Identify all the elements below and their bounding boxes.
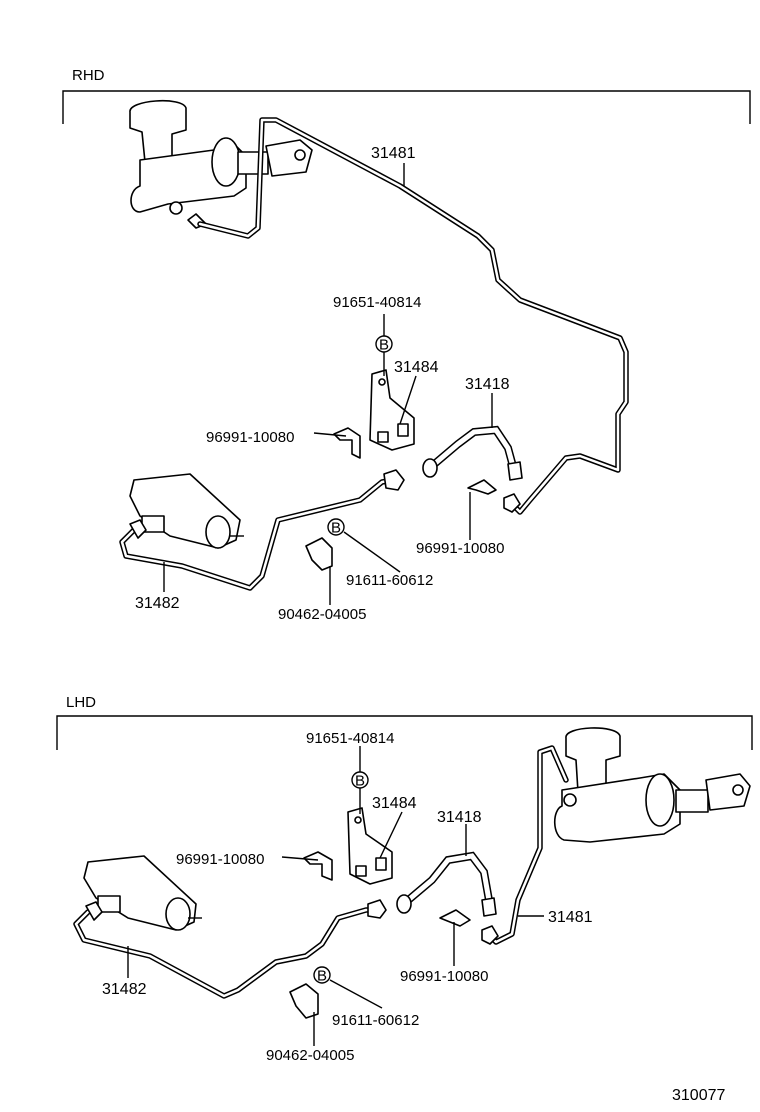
lhd-label-31484: 31484 (372, 795, 417, 812)
rhd-b-marker-upper-label: B (379, 337, 389, 354)
lhd-section-label: LHD (66, 694, 96, 711)
lhd-b-marker-lower (313, 966, 331, 984)
lhd-label-96991-10080-left: 96991-10080 (176, 851, 264, 868)
lhd-clamp (289, 983, 319, 1019)
lhd-section-bracket (56, 715, 753, 750)
lhd-clip-96991-left (303, 851, 333, 881)
lhd-b-marker-lower-label: B (317, 968, 327, 985)
lhd-label-31418: 31418 (437, 809, 482, 826)
lhd-hose-31418-fitting (481, 897, 497, 917)
rhd-b-marker-upper (375, 335, 393, 353)
lhd-label-31482: 31482 (102, 981, 147, 998)
lhd-clutch-release-cylinder (83, 855, 202, 931)
lhd-clip-96991-right (439, 909, 471, 927)
rhd-b-marker-lower (327, 518, 345, 536)
rhd-section-bracket (62, 90, 751, 124)
rhd-label-31418: 31418 (465, 376, 510, 393)
rhd-section: RHD (62, 67, 751, 623)
rhd-b-marker-lower-label: B (331, 520, 341, 537)
rhd-pipe-31482-fitting (383, 469, 405, 491)
lhd-clutch-master-cylinder (553, 727, 751, 843)
lhd-b-marker-upper-label: B (355, 773, 365, 790)
lhd-label-90462-04005: 90462-04005 (266, 1047, 354, 1064)
rhd-clip-96991-left (333, 427, 361, 459)
rhd-label-31482: 31482 (135, 595, 180, 612)
rhd-label-31484: 31484 (394, 359, 439, 376)
lhd-label-31481: 31481 (548, 909, 593, 926)
rhd-hose-31418-end-fitting (422, 458, 438, 478)
rhd-clutch-release-cylinder (129, 473, 244, 549)
rhd-pipe-31481-fitting (503, 493, 521, 513)
rhd-label-96991-10080-right: 96991-10080 (416, 540, 504, 557)
lhd-label-91611-60612: 91611-60612 (332, 1012, 419, 1029)
rhd-clutch-master-cylinder (129, 99, 313, 229)
rhd-label-90462-04005: 90462-04005 (278, 606, 366, 623)
lhd-bracket-31484 (347, 807, 393, 885)
lhd-hose-31418-end-fitting (396, 894, 412, 914)
rhd-bracket-31484 (369, 369, 415, 451)
lhd-label-91651-40814: 91651-40814 (306, 730, 394, 747)
rhd-clip-96991-right (467, 479, 497, 495)
rhd-label-96991-10080-left: 96991-10080 (206, 429, 294, 446)
rhd-label-31481: 31481 (371, 145, 416, 162)
rhd-hose-31418-fitting (507, 461, 523, 481)
figure-number: 310077 (672, 1087, 725, 1104)
lhd-pipe-31482-fitting (367, 899, 387, 919)
lhd-label-96991-10080-right: 96991-10080 (400, 968, 488, 985)
lhd-section: LHD (56, 694, 753, 1064)
rhd-label-91651-40814: 91651-40814 (333, 294, 421, 311)
rhd-clamp (305, 537, 333, 571)
lhd-b-marker-upper (351, 771, 369, 789)
rhd-label-91611-60612: 91611-60612 (346, 572, 433, 589)
rhd-section-label: RHD (72, 67, 105, 84)
lhd-pipe-31481-fitting (481, 925, 499, 945)
